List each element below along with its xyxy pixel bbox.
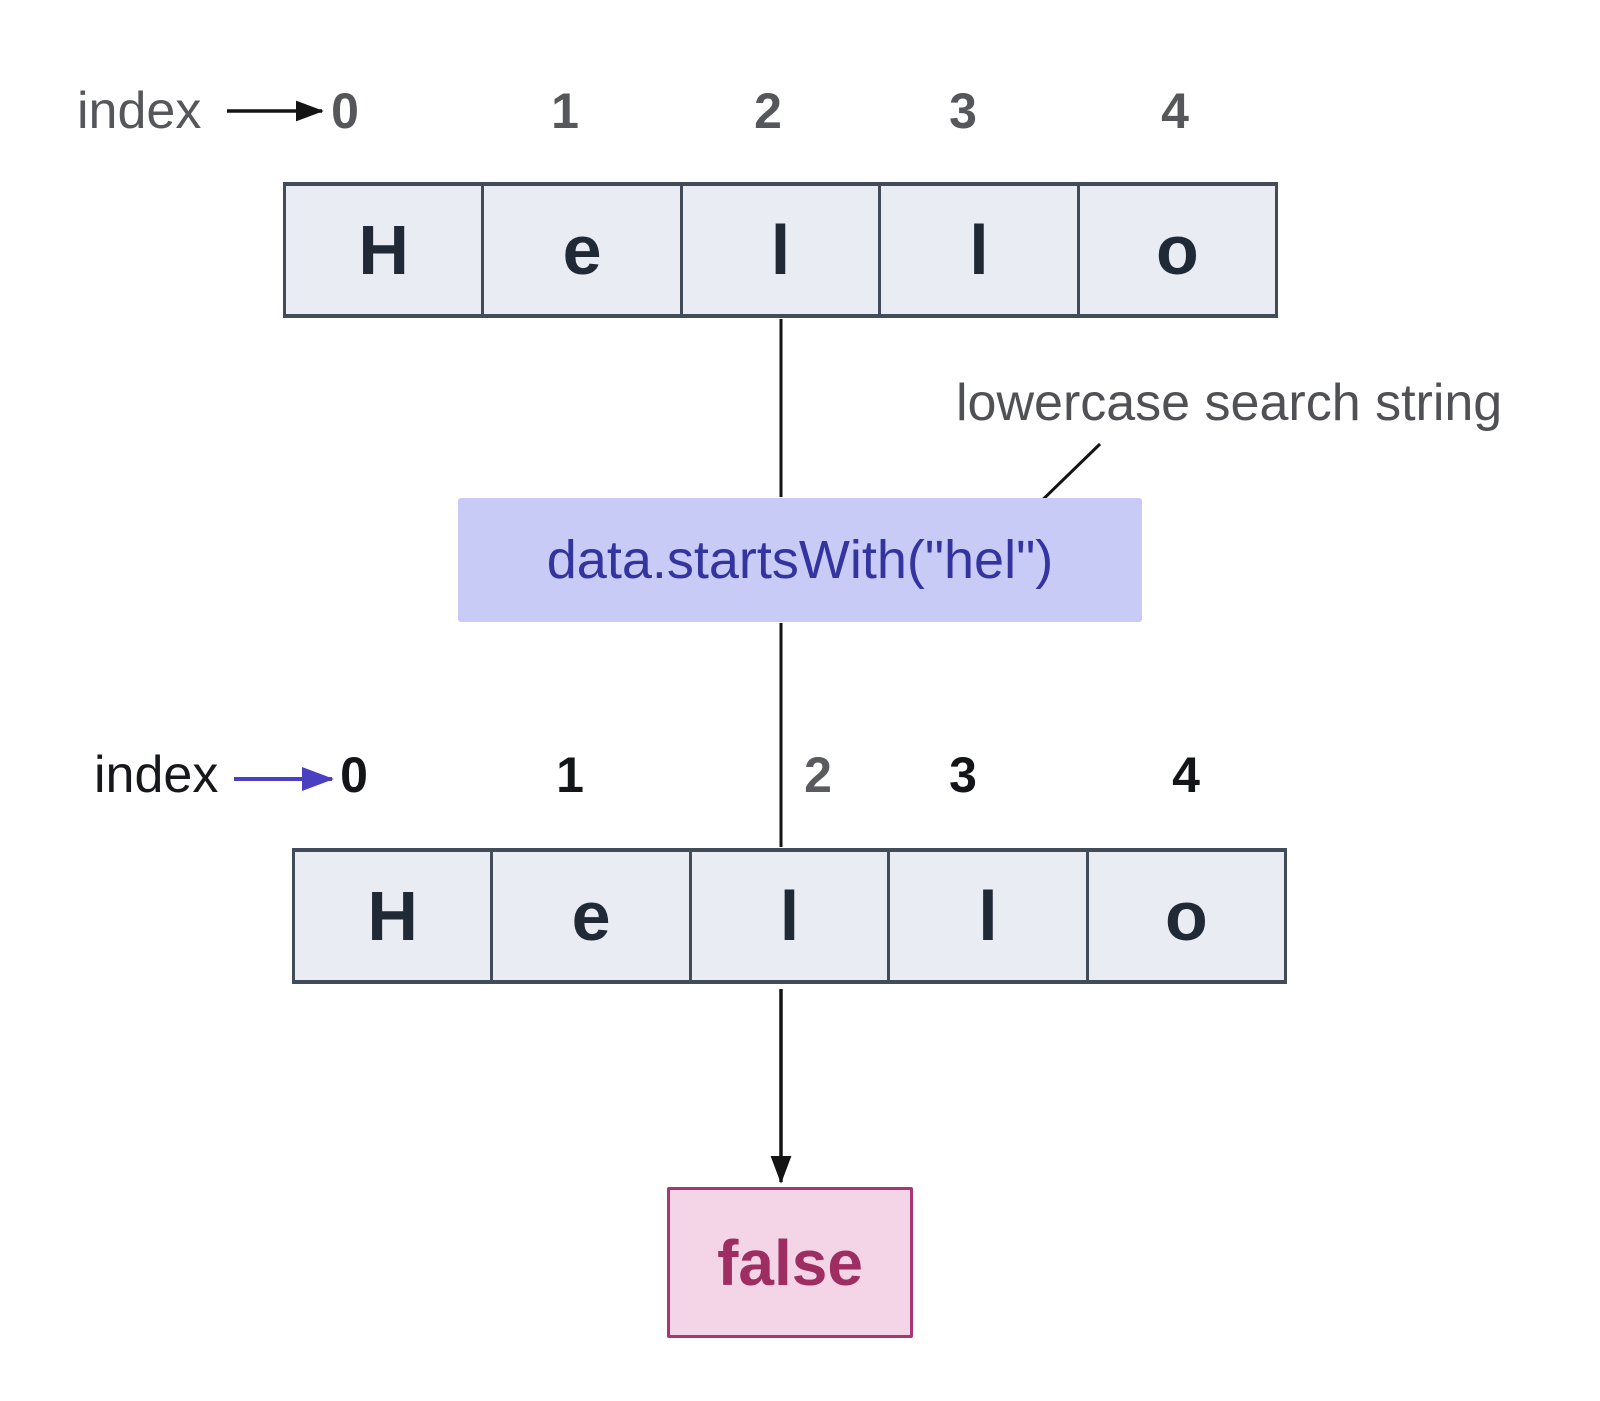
- top-index-label: index: [77, 82, 202, 140]
- top-string-array: H e l l o: [283, 182, 1278, 318]
- top-array-cell-2: l: [679, 186, 878, 314]
- bottom-index-number-3: 3: [949, 747, 977, 803]
- annotation-label: lowercase search string: [956, 374, 1503, 432]
- bottom-array-cell-2: l: [688, 852, 887, 980]
- bottom-index-label: index: [94, 746, 219, 804]
- bottom-index-number-4: 4: [1172, 747, 1200, 803]
- top-array-cell-1: e: [481, 186, 679, 314]
- top-index-number-4: 4: [1161, 83, 1189, 139]
- bottom-array-cell-3: l: [887, 852, 1085, 980]
- code-text: data.startsWith("hel"): [546, 530, 1054, 590]
- top-array-cell-3: l: [878, 186, 1076, 314]
- top-index-number-2: 2: [754, 83, 782, 139]
- code-box: data.startsWith("hel"): [458, 498, 1142, 622]
- bottom-array-cell-0: H: [367, 877, 418, 955]
- result-box: false: [667, 1187, 913, 1338]
- bottom-index-number-2: 2: [804, 747, 832, 803]
- bottom-string-array: H e l l o: [292, 848, 1287, 984]
- top-index-number-3: 3: [949, 83, 977, 139]
- bottom-array-cell-1: e: [490, 852, 688, 980]
- top-index-number-0: 0: [331, 83, 359, 139]
- top-array-cell-0: H: [358, 211, 409, 289]
- result-value: false: [717, 1226, 863, 1299]
- top-index-number-1: 1: [551, 83, 579, 139]
- top-array-cell-4: o: [1076, 186, 1275, 314]
- bottom-index-number-1: 1: [556, 747, 584, 803]
- bottom-array-cell-4: o: [1085, 852, 1284, 980]
- bottom-index-number-0: 0: [340, 747, 368, 803]
